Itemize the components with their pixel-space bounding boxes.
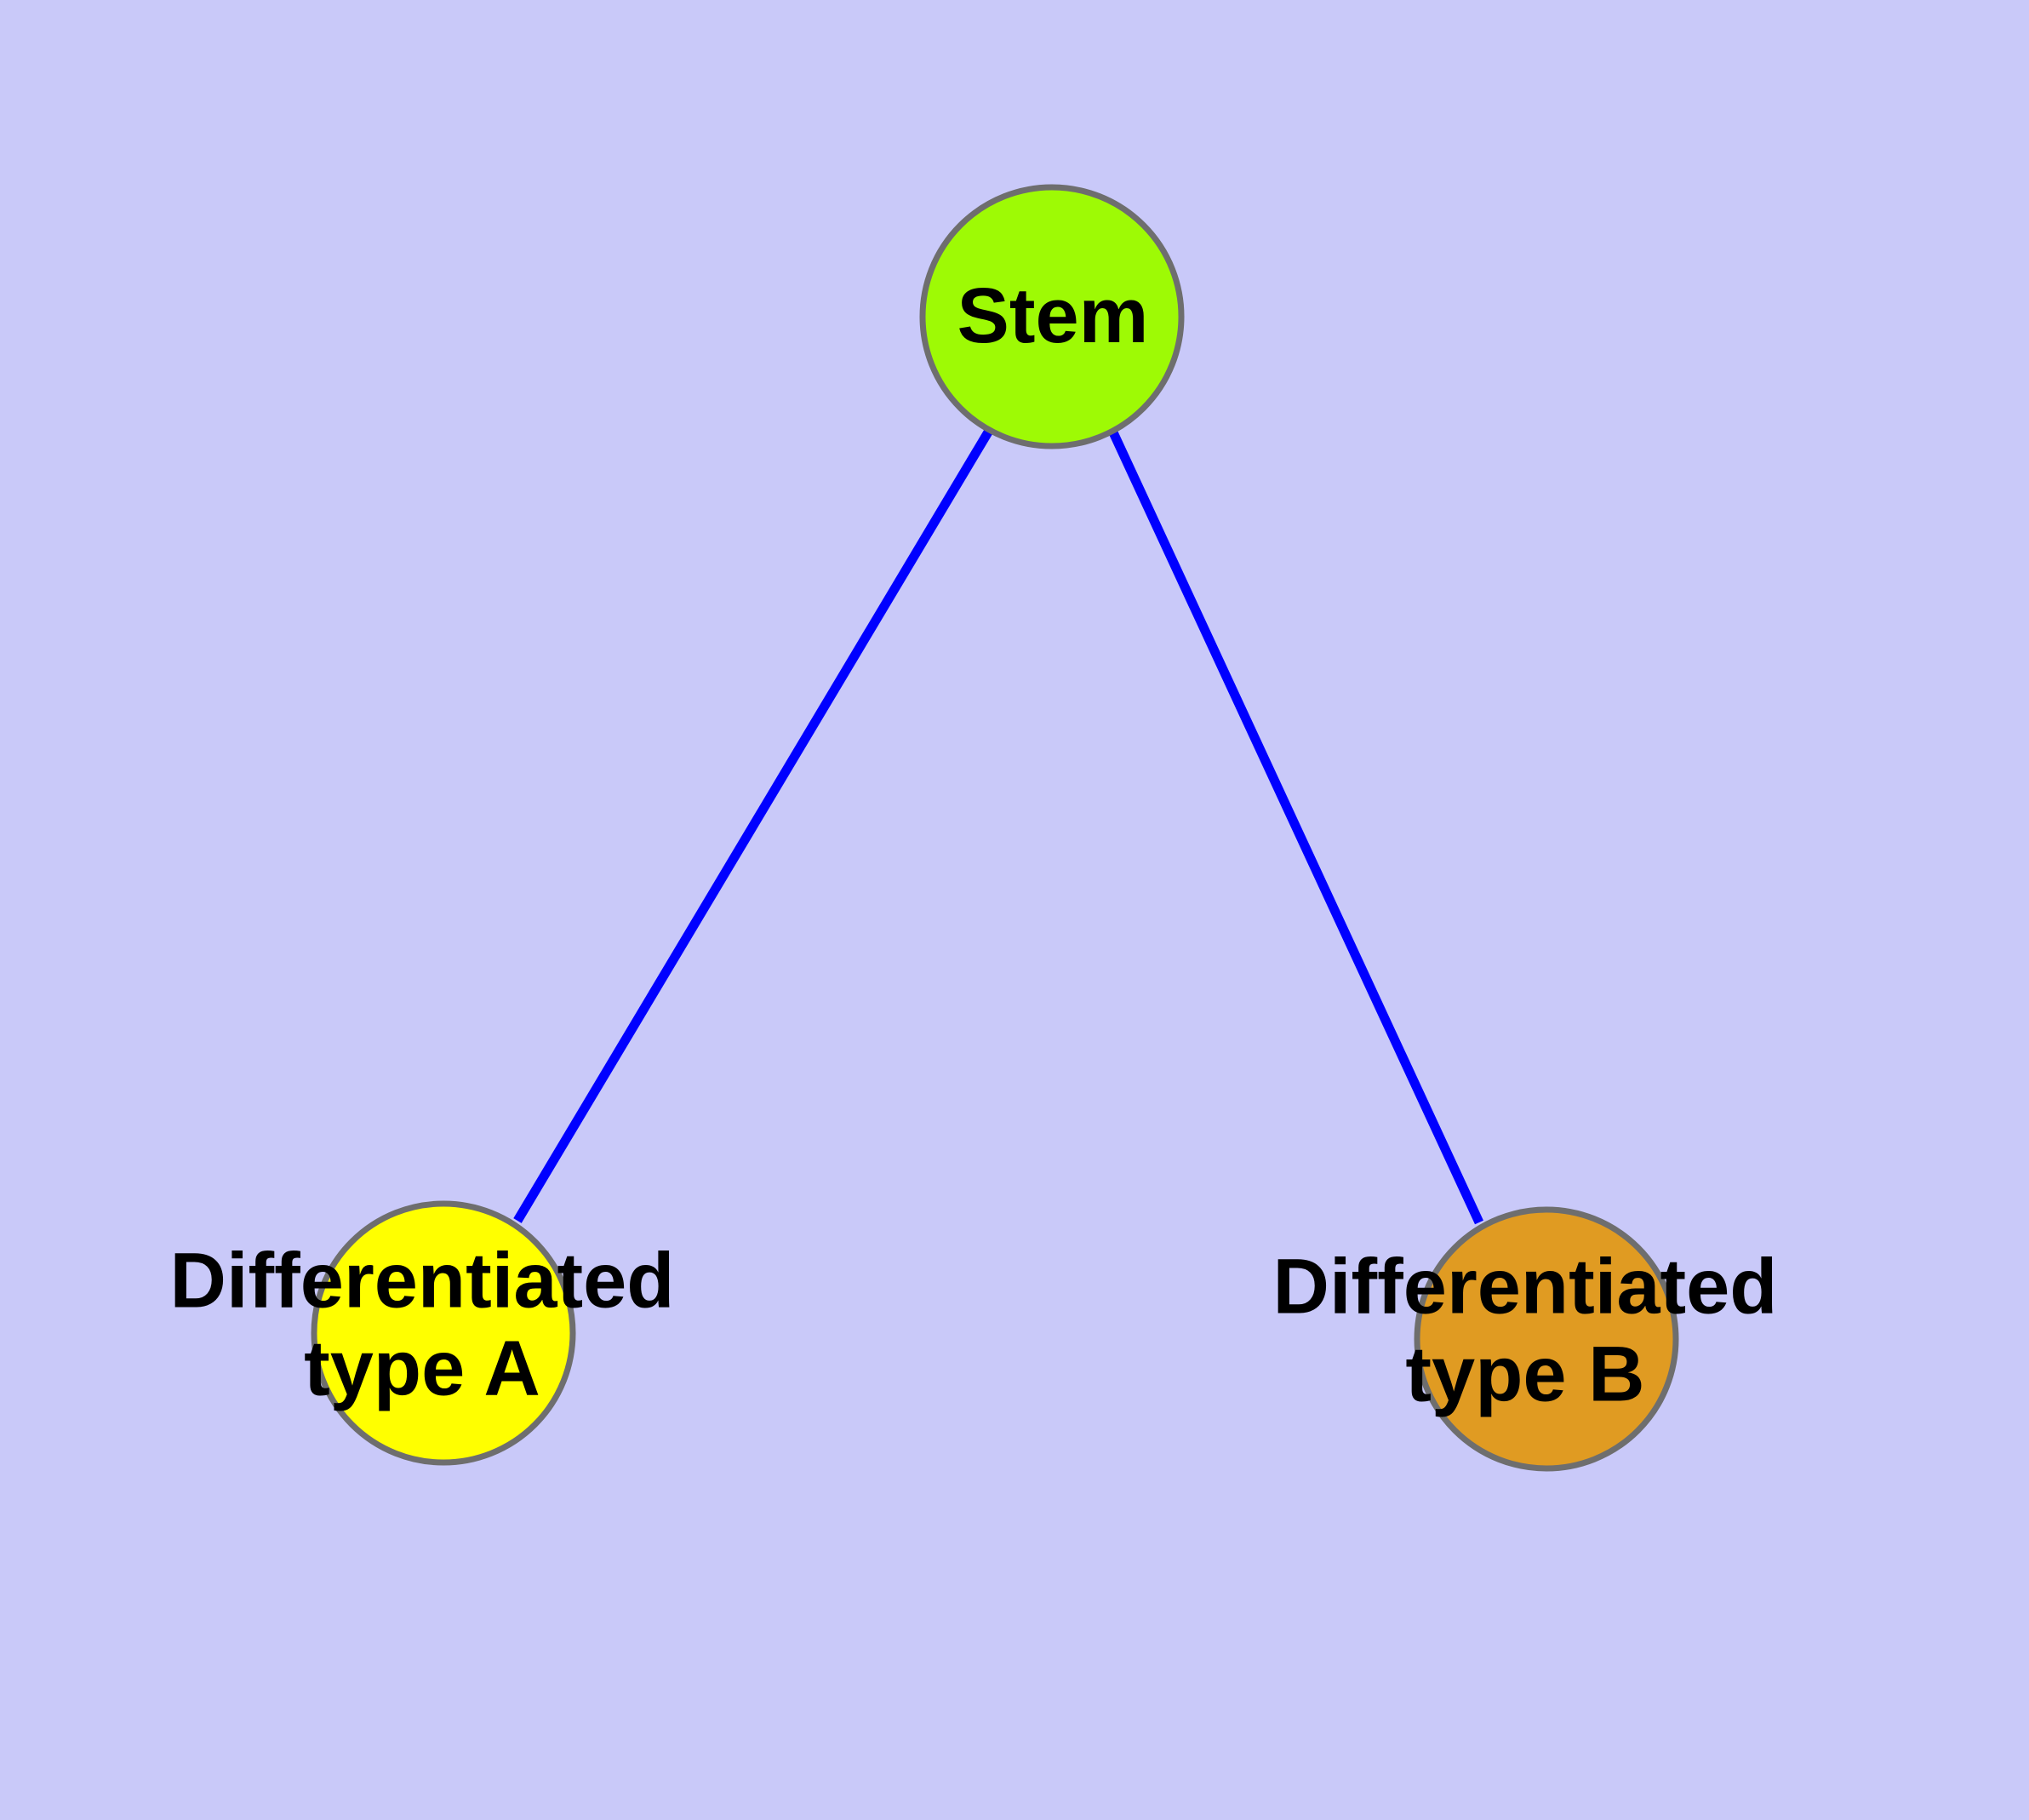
nodes-layer — [311, 184, 1679, 1472]
node-label-stem: Stem — [957, 272, 1149, 359]
node-label-line: Stem — [957, 272, 1149, 359]
edge-stem-to-diff-a — [513, 428, 993, 1223]
node-label-line: Differentiated — [1273, 1244, 1778, 1331]
node-label-line: type A — [304, 1325, 540, 1412]
node-stem[interactable] — [919, 184, 1185, 449]
node-label-line: Differentiated — [170, 1238, 675, 1325]
node-diff_a[interactable] — [311, 1200, 576, 1466]
edges-layer — [513, 428, 1483, 1225]
node-label-line: type B — [1405, 1331, 1644, 1418]
node-diff_b[interactable] — [1414, 1206, 1679, 1472]
edge-stem-to-diff-b — [1109, 430, 1483, 1225]
